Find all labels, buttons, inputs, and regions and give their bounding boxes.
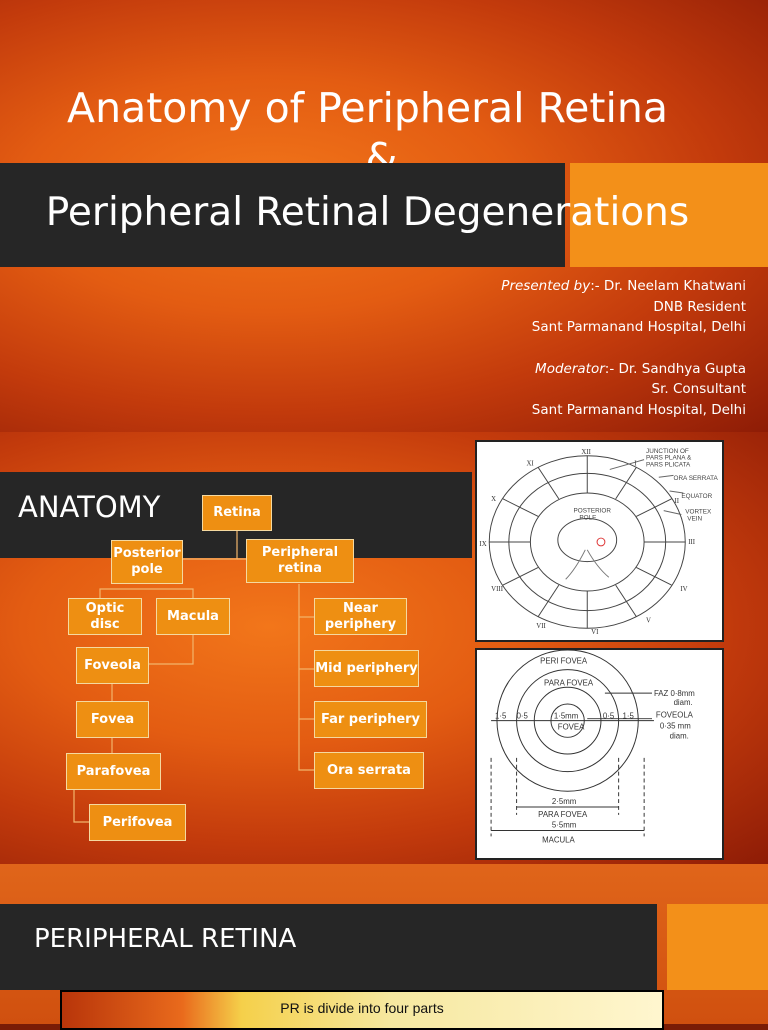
title-band [0, 163, 565, 267]
annot-junction-2: PARS PLANA & [646, 455, 692, 462]
label-foveola: FOVEOLA [656, 711, 694, 720]
annot-posterior: POSTERIOR [574, 508, 612, 515]
fundus-caption: PR is divide into four parts [280, 1000, 444, 1016]
label-foveola-diam: diam. [670, 731, 689, 740]
moderator-name: :- Dr. Sandhya Gupta [604, 360, 746, 377]
node-peripheral-retina: Peripheral retina [246, 539, 354, 583]
label-perifovea: PERI FOVEA [540, 657, 588, 666]
clock-label-iv: IV [680, 586, 687, 593]
annot-equator: EQUATOR [681, 493, 712, 500]
label-faz: FAZ 0·8mm [654, 689, 695, 698]
annot-vein: VEIN [687, 515, 702, 522]
peripheral-band [0, 904, 657, 990]
clock-label-v: V [646, 617, 651, 624]
node-near-periphery: Near periphery [314, 598, 407, 635]
node-fovea: Fovea [76, 701, 149, 738]
label-dim-macula: MACULA [542, 835, 575, 844]
node-optic-disc: Optic disc [68, 598, 142, 635]
clock-label-vi: VI [591, 629, 599, 636]
clock-label-iii: III [688, 539, 696, 546]
label-faz-diam: diam. [674, 698, 693, 707]
macula-zones-diagram: PERI FOVEA PARA FOVEA FAZ 0·8mm diam. FO… [475, 648, 724, 860]
anatomy-slide: ANATOMY Retina Posterior pole Peripheral… [0, 432, 768, 864]
title-line-2: Peripheral Retinal Degenerations [45, 190, 690, 235]
clock-label-ix: IX [479, 541, 486, 548]
accent-box [570, 163, 768, 267]
node-ora-serrata: Ora serrata [314, 752, 424, 789]
moderator-role: Sr. Consultant [651, 381, 746, 397]
node-posterior-pole: Posterior pole [111, 540, 183, 584]
node-perifovea: Perifovea [89, 804, 186, 841]
label-right-15: 1·5 [623, 712, 635, 721]
label-center-15: 1·5mm [554, 712, 578, 721]
presenter-name: :- Dr. Neelam Khatwani [590, 278, 746, 294]
node-retina: Retina [202, 495, 272, 531]
label-left-05: 0·5 [517, 712, 529, 721]
presenter-hospital: Sant Parmanand Hospital, Delhi [531, 319, 746, 335]
moderator-label: Moderator [535, 360, 605, 377]
title-line-1: Anatomy of Peripheral Retina [67, 84, 668, 132]
peripheral-accent-box [667, 904, 768, 990]
label-parafovea: PARA FOVEA [544, 678, 594, 687]
retina-clock-diagram: XII I II III IV V VI VII VIII IX X XI JU… [475, 440, 724, 642]
annot-junction-3: PARS PLICATA [646, 462, 691, 469]
clock-label-vii: VII [536, 623, 546, 630]
anatomy-title: ANATOMY [18, 490, 161, 524]
clock-label-xii: XII [581, 449, 591, 456]
moderator-hospital: Sant Parmanand Hospital, Delhi [531, 401, 746, 418]
label-left-15: 1·5 [495, 712, 507, 721]
annot-ora-serrata: ORA SERRATA [674, 475, 719, 482]
label-dim-25: 2·5mm [552, 797, 576, 806]
label-dim-55: 5·5mm [552, 821, 576, 830]
clock-label-xi: XI [526, 461, 534, 468]
label-right-05: 0·5 [603, 712, 615, 721]
peripheral-title: PERIPHERAL RETINA [34, 924, 297, 954]
node-macula: Macula [156, 598, 230, 635]
presented-label: Presented by [501, 278, 591, 294]
node-mid-periphery: Mid periphery [314, 650, 419, 687]
annot-pole: POLE [579, 514, 596, 521]
retina-clock-drawing: XII I II III IV V VI VII VIII IX X XI JU… [479, 448, 719, 636]
annot-vortex: VORTEX [685, 509, 712, 516]
node-far-periphery: Far periphery [314, 701, 427, 738]
label-foveola-size: 0·35 mm [660, 721, 691, 730]
macula-zones-drawing: PERI FOVEA PARA FOVEA FAZ 0·8mm diam. FO… [490, 650, 695, 844]
annot-junction-1: JUNCTION OF [646, 448, 689, 455]
fundus-image: PR is divide into four parts [60, 990, 664, 1030]
credits-block: Presented by:- Dr. Neelam Khatwani DNB R… [501, 276, 746, 420]
presenter-role: DNB Resident [653, 298, 746, 315]
label-fovea: FOVEA [558, 722, 585, 731]
clock-label-i: I [634, 461, 637, 468]
node-foveola: Foveola [76, 647, 149, 684]
label-dim-parafovea: PARA FOVEA [538, 810, 588, 819]
node-parafovea: Parafovea [66, 753, 161, 790]
clock-label-viii: VIII [491, 586, 504, 593]
clock-label-x: X [491, 496, 496, 503]
title-slide: Anatomy of Peripheral Retina & Periphera… [0, 0, 768, 432]
clock-label-ii: II [674, 498, 679, 505]
